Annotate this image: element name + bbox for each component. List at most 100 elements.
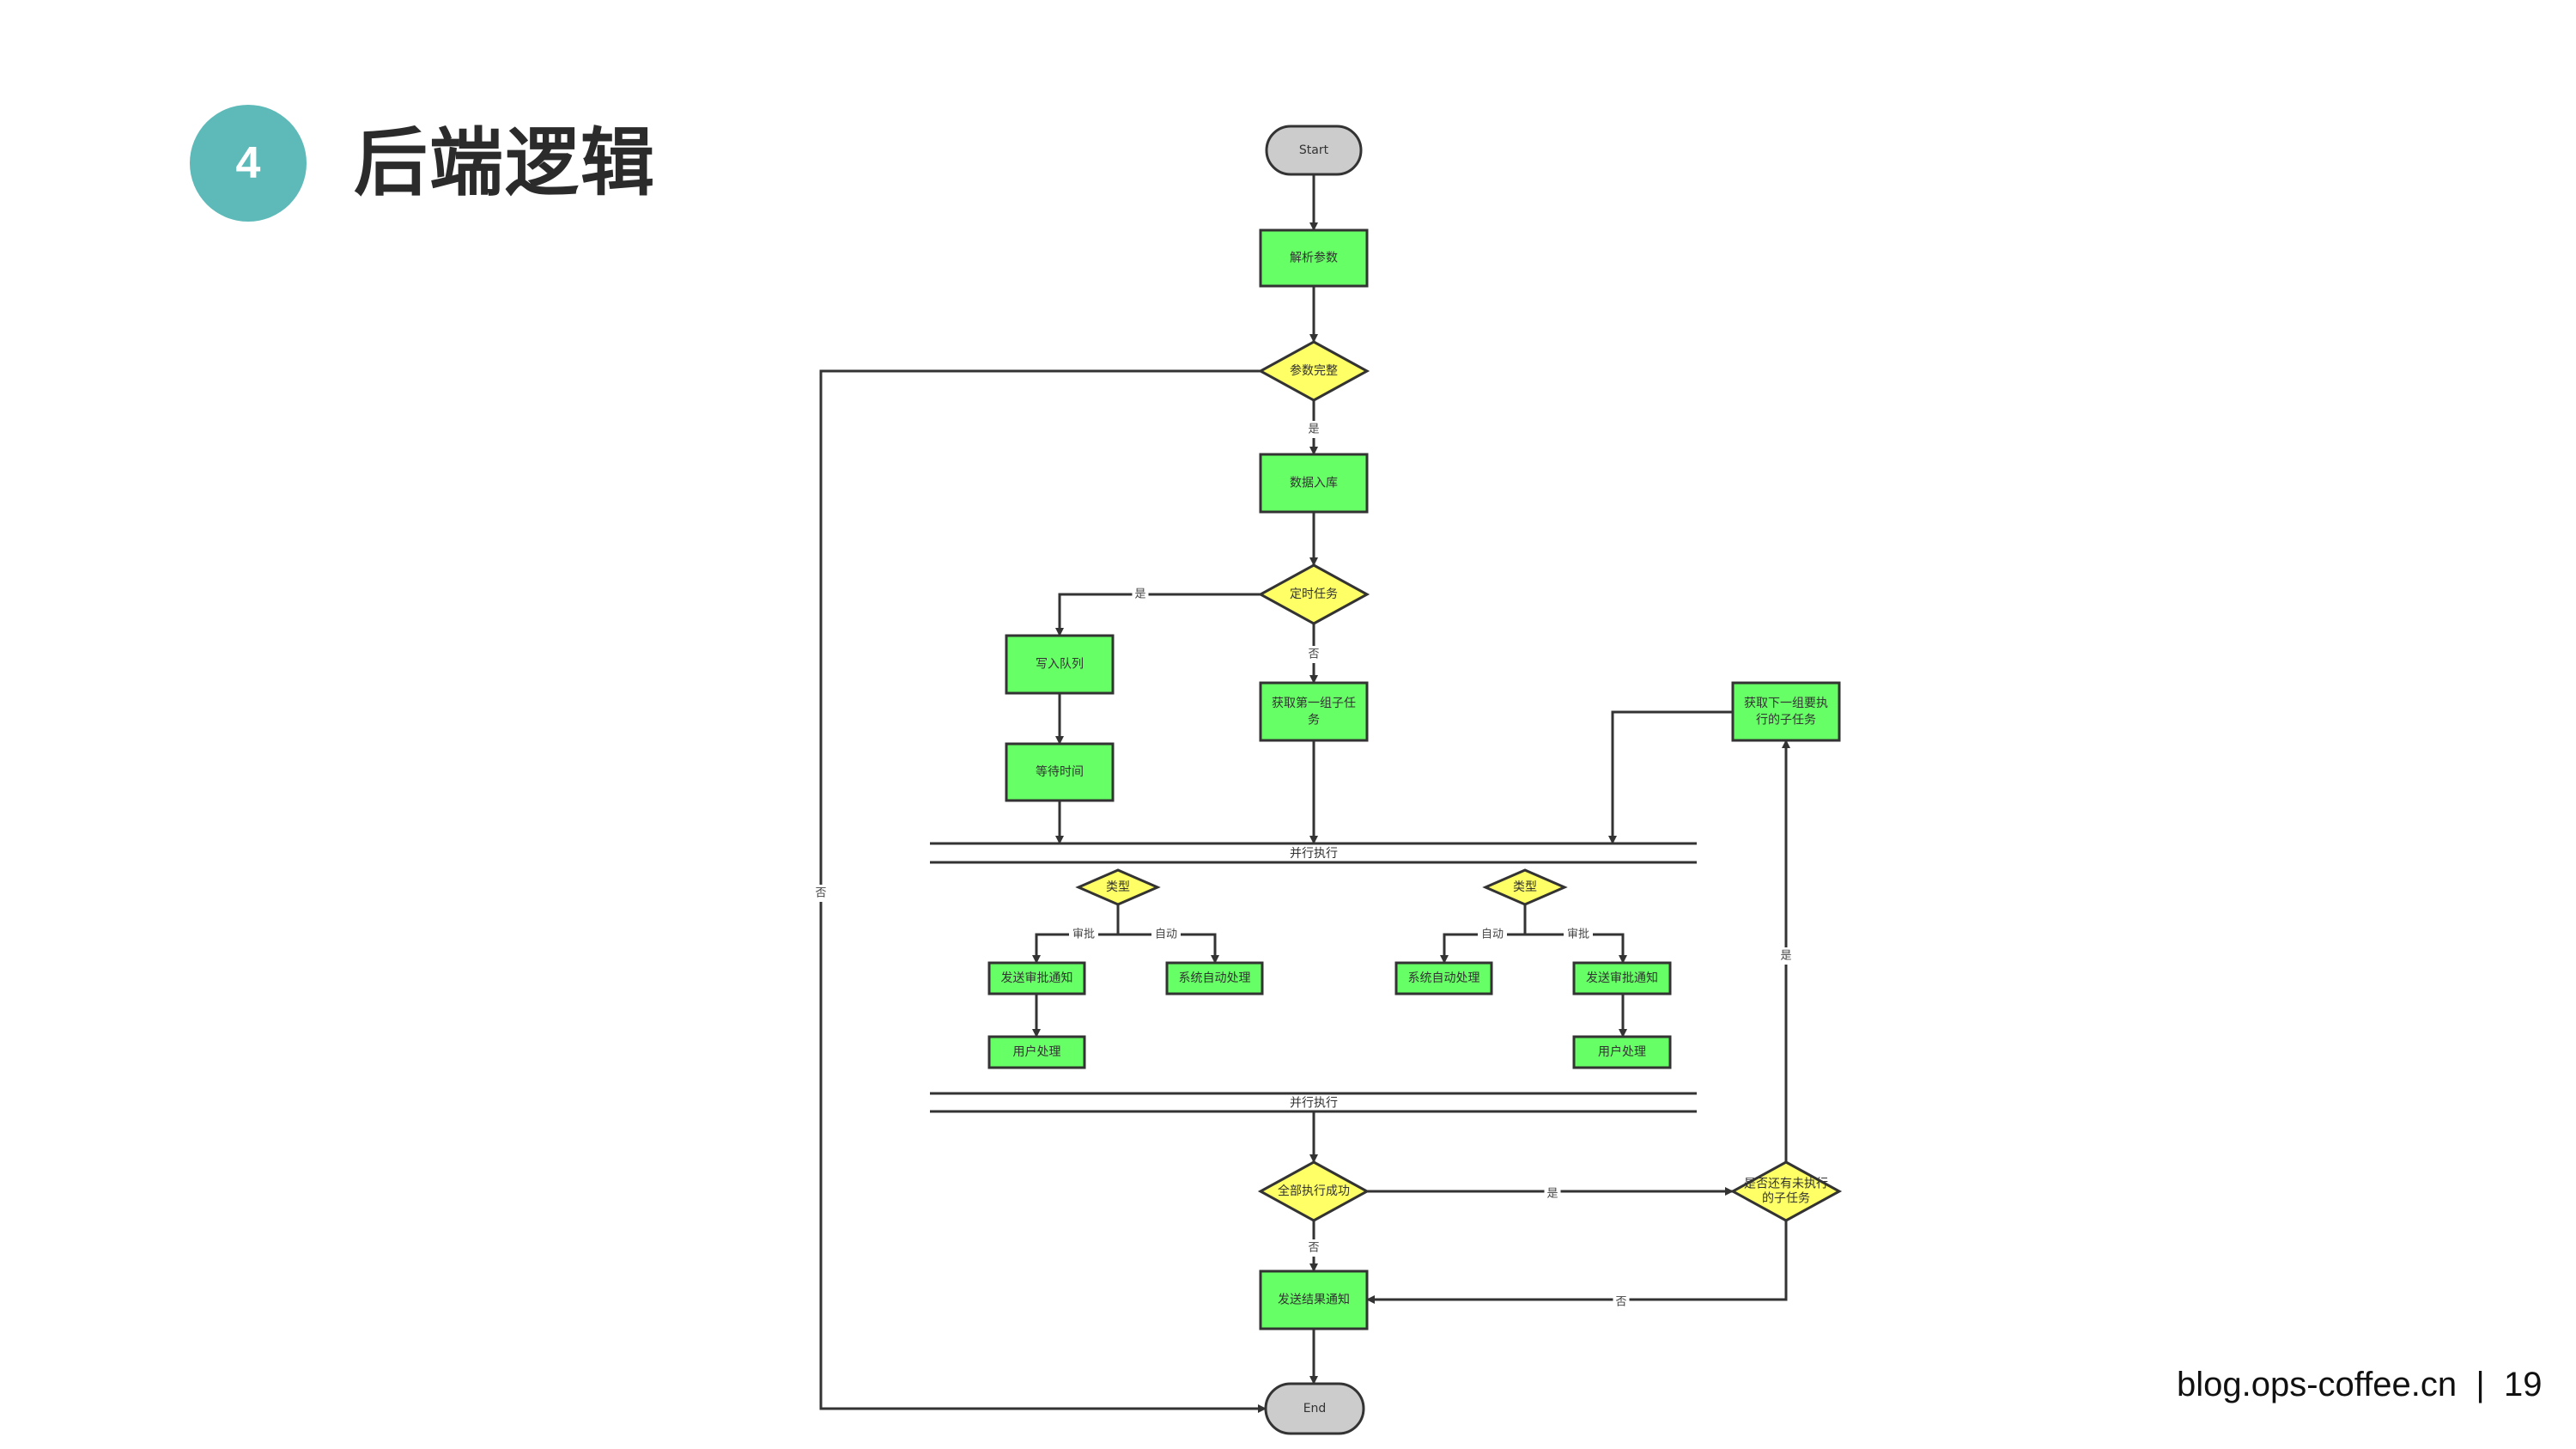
parse-params-node-shape bbox=[1259, 228, 1369, 288]
send-approval-right-node: 发送审批通知 bbox=[1572, 961, 1672, 995]
start-node-label: Start bbox=[1299, 143, 1329, 157]
user-process-right-node: 用户处理 bbox=[1572, 1035, 1672, 1069]
parse-params-node-label: 解析参数 bbox=[1290, 251, 1338, 265]
type-decision-left-shape bbox=[1075, 868, 1161, 906]
start-node: Start bbox=[1265, 125, 1363, 176]
edge-pending-no-to-result bbox=[1366, 1221, 1788, 1304]
params-complete-decision-label: 参数完整 bbox=[1290, 363, 1338, 378]
auto-process-right-node-shape bbox=[1394, 961, 1493, 995]
auto-process-left-node-label: 系统自动处理 bbox=[1179, 971, 1251, 985]
label-scheduled-yes: 是 bbox=[1132, 586, 1149, 603]
type-decision-right: 类型 bbox=[1482, 868, 1568, 906]
send-approval-left-node: 发送审批通知 bbox=[987, 961, 1086, 995]
label-left-approval-bg bbox=[1069, 926, 1098, 943]
parallel-bar-1-label: 并行执行 bbox=[1290, 847, 1338, 861]
label-pending-no-text: 否 bbox=[1615, 1296, 1626, 1309]
send-approval-right-node-shape bbox=[1572, 961, 1672, 995]
start-node-shape bbox=[1265, 125, 1363, 176]
get-first-group-node-label: 务 bbox=[1308, 713, 1320, 727]
get-first-group-node-shape bbox=[1259, 681, 1369, 742]
label-scheduled-yes-bg bbox=[1132, 586, 1149, 603]
end-node-shape bbox=[1264, 1382, 1365, 1435]
send-result-node: 发送结果通知 bbox=[1259, 1269, 1369, 1330]
params-complete-decision: 参数完整 bbox=[1257, 340, 1370, 402]
label-success-yes: 是 bbox=[1544, 1185, 1561, 1202]
label-left-auto-text: 自动 bbox=[1155, 928, 1177, 941]
label-params-no-text: 否 bbox=[815, 887, 826, 900]
all-success-decision-shape bbox=[1257, 1160, 1370, 1222]
parallel-bar-2-label: 并行执行 bbox=[1290, 1097, 1338, 1111]
label-right-auto-bg bbox=[1478, 926, 1507, 943]
label-pending-no-bg bbox=[1613, 1294, 1630, 1311]
type-decision-left: 类型 bbox=[1075, 868, 1161, 906]
has-pending-decision-label: 是否还有未执行 bbox=[1744, 1178, 1828, 1191]
end-node-label: End bbox=[1303, 1402, 1327, 1416]
get-next-group-node-label: 获取下一组要执 bbox=[1744, 697, 1828, 710]
send-approval-left-node-shape bbox=[987, 961, 1086, 995]
label-scheduled-no-bg bbox=[1305, 646, 1322, 663]
footer-page-info: blog.ops-coffee.cn | 19 bbox=[2177, 1366, 2543, 1403]
auto-process-right-node-label: 系统自动处理 bbox=[1408, 971, 1480, 985]
auto-process-left-node-shape bbox=[1165, 961, 1264, 995]
auto-process-left-node: 系统自动处理 bbox=[1165, 961, 1264, 995]
label-params-no-bg bbox=[812, 885, 829, 902]
nodes-layer: Start解析参数参数完整数据入库定时任务写入队列等待时间获取第一组子任务获取下… bbox=[812, 125, 1843, 1435]
write-queue-node-shape bbox=[1005, 634, 1115, 695]
scheduled-task-decision-shape bbox=[1257, 563, 1370, 625]
type-decision-right-shape bbox=[1482, 868, 1568, 906]
wait-time-node-label: 等待时间 bbox=[1036, 764, 1084, 779]
save-db-node: 数据入库 bbox=[1259, 453, 1369, 514]
section-number-badge: 4 bbox=[190, 105, 307, 222]
user-process-left-node-label: 用户处理 bbox=[1013, 1044, 1061, 1059]
label-left-auto-bg bbox=[1151, 926, 1181, 943]
user-process-left-node: 用户处理 bbox=[987, 1035, 1086, 1069]
auto-process-right-node: 系统自动处理 bbox=[1394, 961, 1493, 995]
edge-next-to-parallel bbox=[1608, 710, 1733, 844]
label-params-yes-bg bbox=[1305, 421, 1322, 438]
label-pending-no: 否 bbox=[1613, 1294, 1630, 1311]
label-right-approval-text: 审批 bbox=[1567, 928, 1589, 941]
label-pending-yes-bg bbox=[1777, 947, 1795, 965]
label-params-no: 否 bbox=[812, 885, 829, 902]
label-success-no-bg bbox=[1305, 1239, 1322, 1257]
label-right-auto-text: 自动 bbox=[1481, 928, 1504, 941]
wait-time-node-shape bbox=[1005, 742, 1115, 802]
label-pending-yes-text: 是 bbox=[1780, 950, 1791, 963]
label-right-auto: 自动 bbox=[1478, 926, 1507, 943]
edge-type-right-approval bbox=[1525, 933, 1627, 964]
send-approval-right-node-label: 发送审批通知 bbox=[1586, 971, 1658, 985]
label-success-no-text: 否 bbox=[1308, 1242, 1319, 1255]
label-right-approval: 审批 bbox=[1564, 926, 1593, 943]
label-success-no: 否 bbox=[1305, 1239, 1322, 1257]
label-success-yes-bg bbox=[1544, 1185, 1561, 1202]
has-pending-decision-label: 的子任务 bbox=[1762, 1191, 1810, 1205]
label-left-auto: 自动 bbox=[1151, 926, 1181, 943]
type-decision-left-label: 类型 bbox=[1106, 880, 1130, 894]
label-scheduled-no: 否 bbox=[1305, 646, 1322, 663]
send-approval-left-node-label: 发送审批通知 bbox=[1001, 971, 1073, 985]
send-result-node-shape bbox=[1259, 1269, 1369, 1330]
label-scheduled-no-text: 否 bbox=[1308, 648, 1319, 661]
label-left-approval-text: 审批 bbox=[1072, 928, 1095, 941]
edge-type-left-auto bbox=[1118, 933, 1219, 964]
label-left-approval: 审批 bbox=[1069, 926, 1098, 943]
parallel-bar-1: 并行执行 bbox=[930, 842, 1697, 864]
user-process-right-node-shape bbox=[1572, 1035, 1672, 1069]
save-db-node-label: 数据入库 bbox=[1290, 477, 1338, 490]
label-params-yes-text: 是 bbox=[1308, 423, 1319, 436]
user-process-left-node-shape bbox=[987, 1035, 1086, 1069]
save-db-node-shape bbox=[1259, 453, 1369, 514]
label-params-yes: 是 bbox=[1305, 421, 1322, 438]
get-first-group-node-label: 获取第一组子任 bbox=[1272, 696, 1356, 710]
get-next-group-node-label: 行的子任务 bbox=[1756, 713, 1816, 727]
section-number: 4 bbox=[235, 138, 261, 188]
slide-title: 后端逻辑 bbox=[354, 120, 656, 206]
all-success-decision: 全部执行成功 bbox=[1257, 1160, 1370, 1222]
params-complete-decision-shape bbox=[1257, 340, 1370, 402]
edge-scheduled-yes-to-queue bbox=[1055, 593, 1261, 636]
all-success-decision-label: 全部执行成功 bbox=[1278, 1184, 1350, 1198]
